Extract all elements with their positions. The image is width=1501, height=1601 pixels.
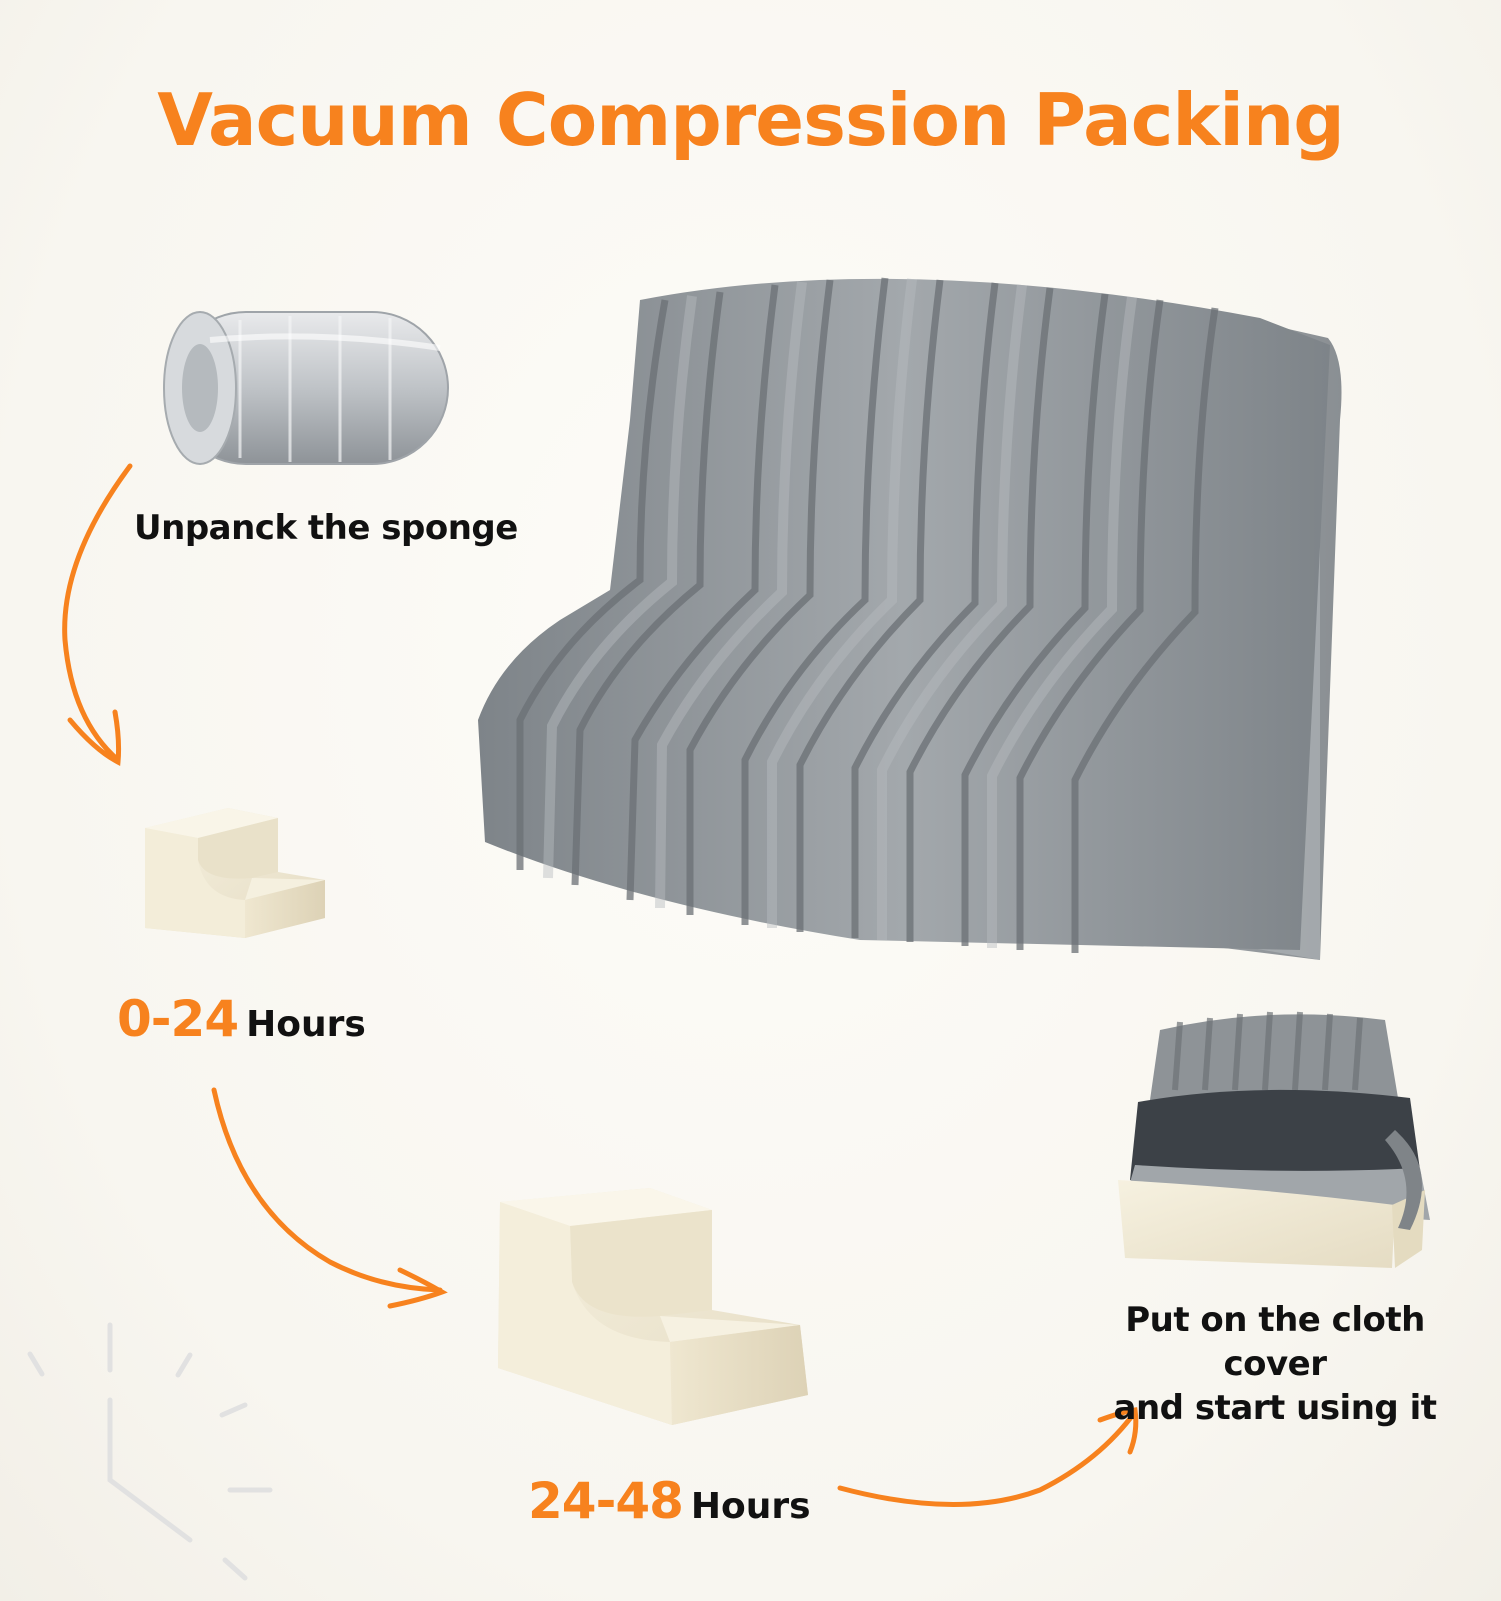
foam-stairs-icon (145, 808, 325, 938)
time-range: 0-24 (117, 990, 239, 1048)
page-title: Vacuum Compression Packing (157, 78, 1345, 162)
time-unit: Hours (690, 1486, 811, 1527)
time-range: 24-48 (528, 1472, 684, 1530)
vacuum-roll-icon (163, 311, 449, 465)
plush-stairs-icon (478, 277, 1342, 960)
foam-stairs-icon (498, 1188, 808, 1425)
curved-arrow-icon (211, 1087, 448, 1309)
time-unit: Hours (246, 1004, 366, 1045)
step-cover-line1: Put on the cloth cover (1125, 1300, 1425, 1384)
curved-arrow-icon (62, 463, 133, 766)
sparkle-lines-icon (27, 1322, 273, 1581)
step-cover-label: Put on the cloth cover and start using i… (1070, 1298, 1480, 1430)
cover-stairs-icon (1118, 1011, 1430, 1268)
curved-arrow-icon (837, 1407, 1139, 1507)
step-cover-line2: and start using it (1113, 1388, 1438, 1428)
step-unpack-label: Unpanck the sponge (134, 508, 518, 548)
